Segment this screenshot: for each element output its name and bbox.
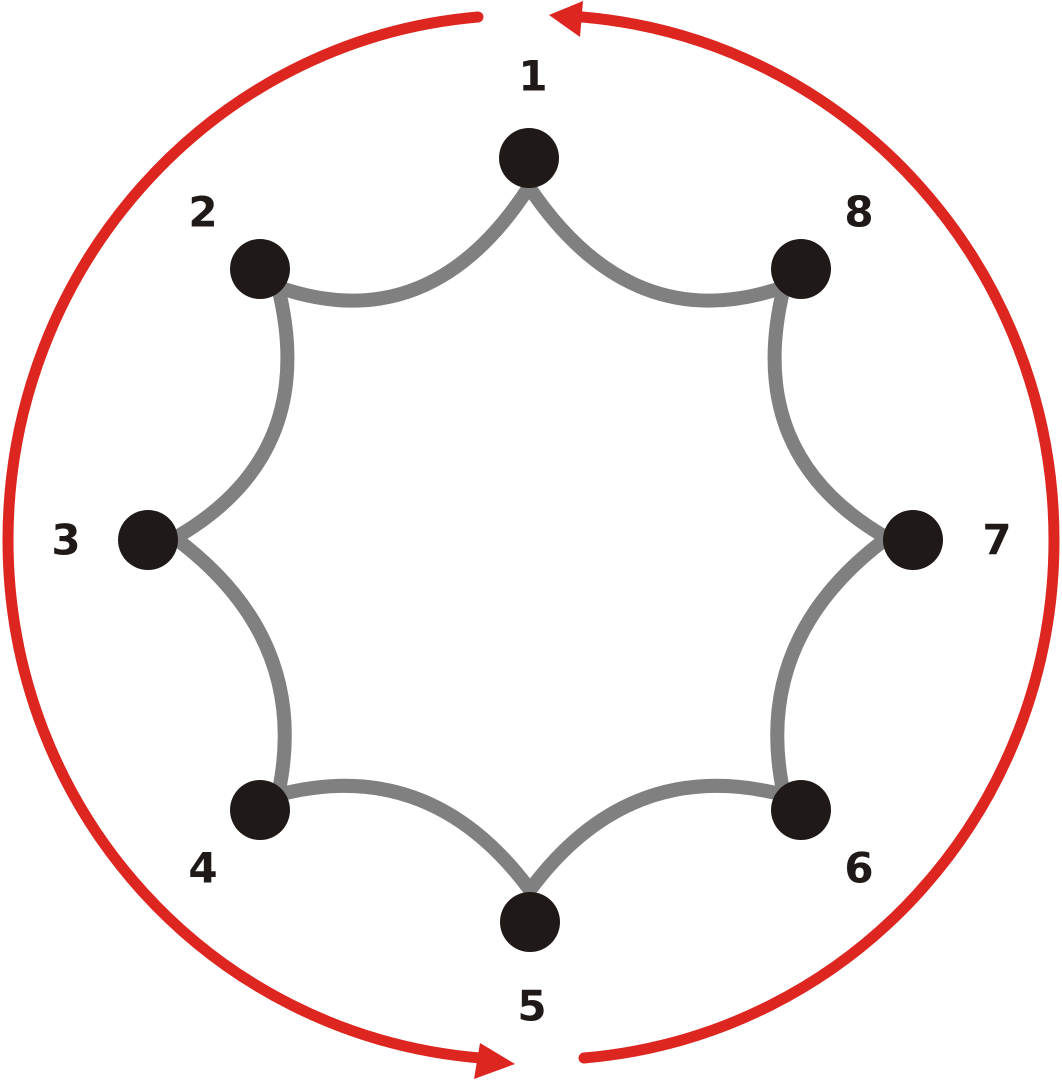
node-label-8: 8 [844, 188, 873, 237]
node-label-6: 6 [844, 844, 873, 893]
node-label-4: 4 [188, 844, 217, 893]
node-8 [771, 239, 831, 299]
node-1 [499, 128, 559, 188]
node-label-5: 5 [517, 982, 546, 1031]
node-7 [883, 510, 943, 570]
edge-8-1 [522, 180, 791, 308]
right-arc-arrow [576, 11, 1060, 1064]
node-label-7: 7 [982, 516, 1011, 565]
node-5 [500, 892, 560, 952]
left-arc-arrowhead [474, 1043, 515, 1079]
node-6 [771, 780, 831, 840]
edge-5-6 [523, 778, 791, 897]
edge-7-8 [767, 280, 894, 545]
right-arc-arrowhead [549, 1, 583, 37]
node-label-1: 1 [518, 52, 547, 101]
node-label-2: 2 [188, 188, 217, 237]
edges [168, 180, 894, 897]
node-label-3: 3 [51, 516, 80, 565]
edge-2-3 [168, 280, 295, 545]
node-2 [230, 239, 290, 299]
edge-4-5 [271, 778, 537, 897]
left-arc-arrow [2, 11, 486, 1064]
node-labels: 1 2 3 4 5 6 7 8 [51, 52, 1011, 1031]
nodes [118, 128, 943, 952]
node-4 [230, 780, 290, 840]
edge-6-7 [770, 531, 894, 802]
edge-1-2 [271, 180, 536, 308]
edge-3-4 [168, 531, 292, 802]
node-3 [118, 510, 178, 570]
